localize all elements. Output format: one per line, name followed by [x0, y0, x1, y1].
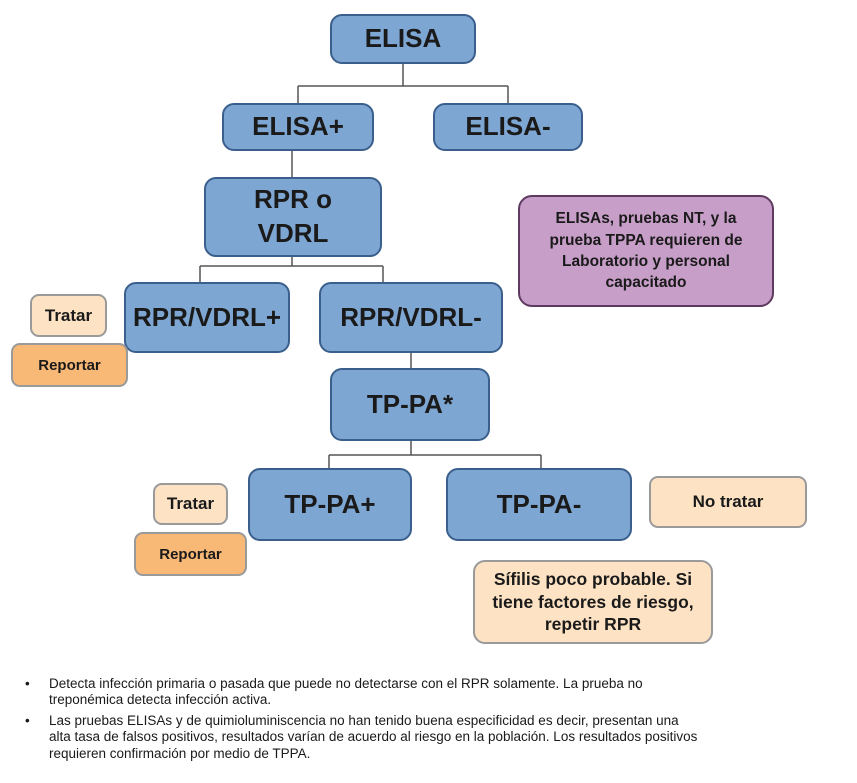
tratar-box-1: Tratar	[30, 294, 107, 337]
elisa-positive-label: ELISA+	[252, 111, 344, 142]
tratar-label-1: Tratar	[44, 305, 93, 325]
tppa-label: TP-PA*	[366, 388, 454, 419]
bullet-2-line3: requieren confirmación por medio de TPPA…	[49, 745, 311, 761]
tratar-box-2: Tratar	[153, 483, 228, 525]
tppa-negative-label: TP-PA-	[496, 488, 582, 519]
lab-requirement-note: ELISAs, pruebas NT, y la prueba TPPA req…	[518, 195, 774, 307]
bullet-dot-icon: •	[25, 676, 30, 691]
sifilis-unlikely-note: Sífilis poco probable. Si tiene factores…	[473, 560, 713, 644]
sifilis-note-line1: Sífilis poco probable. Si	[493, 568, 693, 589]
rpr-vdrl-positive-box: RPR/VDRL+	[124, 282, 290, 353]
sifilis-note-line2: tiene factores de riesgo,	[492, 591, 694, 612]
no-tratar-box: No tratar	[649, 476, 807, 528]
no-tratar-label: No tratar	[692, 492, 764, 511]
lab-note-line3: Laboratorio y personal	[562, 253, 730, 270]
reportar-label-1: Reportar	[38, 356, 101, 374]
elisa-negative-box: ELISA-	[433, 103, 583, 151]
connector-rpr-branch	[199, 256, 384, 283]
connector-tppa-branch	[328, 440, 542, 469]
connector-elisa-branch	[297, 63, 509, 104]
tppa-positive-label: TP-PA+	[284, 488, 376, 519]
tppa-positive-box: TP-PA+	[248, 468, 412, 541]
tppa-negative-box: TP-PA-	[446, 468, 632, 541]
bullet-1-line1: Detecta infección primaria o pasada que …	[49, 676, 643, 691]
rpr-vdrl-negative-label: RPR/VDRL-	[340, 301, 482, 332]
lab-note-line2: prueba TPPA requieren de	[549, 231, 743, 249]
tratar-label-2: Tratar	[166, 494, 215, 513]
reportar-box-2: Reportar	[134, 532, 247, 576]
elisa-box: ELISA	[330, 14, 476, 64]
rpr-vdrl-box: RPR o VDRL	[204, 177, 382, 257]
elisa-negative-label: ELISA-	[465, 111, 551, 142]
bullet-2-line2: alta tasa de falsos positivos, resultado…	[49, 729, 698, 745]
lab-note-line4: capacitado	[605, 274, 687, 292]
reportar-label-2: Reportar	[159, 545, 222, 563]
rpr-vdrl-label-line2: VDRL	[257, 218, 329, 248]
rpr-vdrl-negative-box: RPR/VDRL-	[319, 282, 503, 353]
bullet-2-line1: Las pruebas ELISAs y de quimioluminiscen…	[49, 712, 679, 728]
elisa-label: ELISA	[364, 23, 442, 54]
bullet-dot-icon: •	[25, 712, 30, 728]
bullet-1-line2: treponémica detecta infección activa.	[49, 692, 272, 708]
lab-note-line1: ELISAs, pruebas NT, y la	[555, 210, 737, 228]
elisa-positive-box: ELISA+	[222, 103, 374, 151]
tppa-box: TP-PA*	[330, 368, 490, 441]
rpr-vdrl-positive-label: RPR/VDRL+	[132, 301, 282, 332]
bullet-item-1: • Detecta infección primaria o pasada qu…	[25, 676, 840, 709]
reportar-box-1: Reportar	[11, 343, 128, 387]
rpr-vdrl-label-line1: RPR o	[254, 184, 332, 215]
sifilis-note-line3: repetir RPR	[544, 614, 642, 635]
footnote-bullet-list: • Detecta infección primaria o pasada qu…	[25, 676, 840, 766]
bullet-item-2: • Las pruebas ELISAs y de quimioluminisc…	[25, 713, 840, 762]
